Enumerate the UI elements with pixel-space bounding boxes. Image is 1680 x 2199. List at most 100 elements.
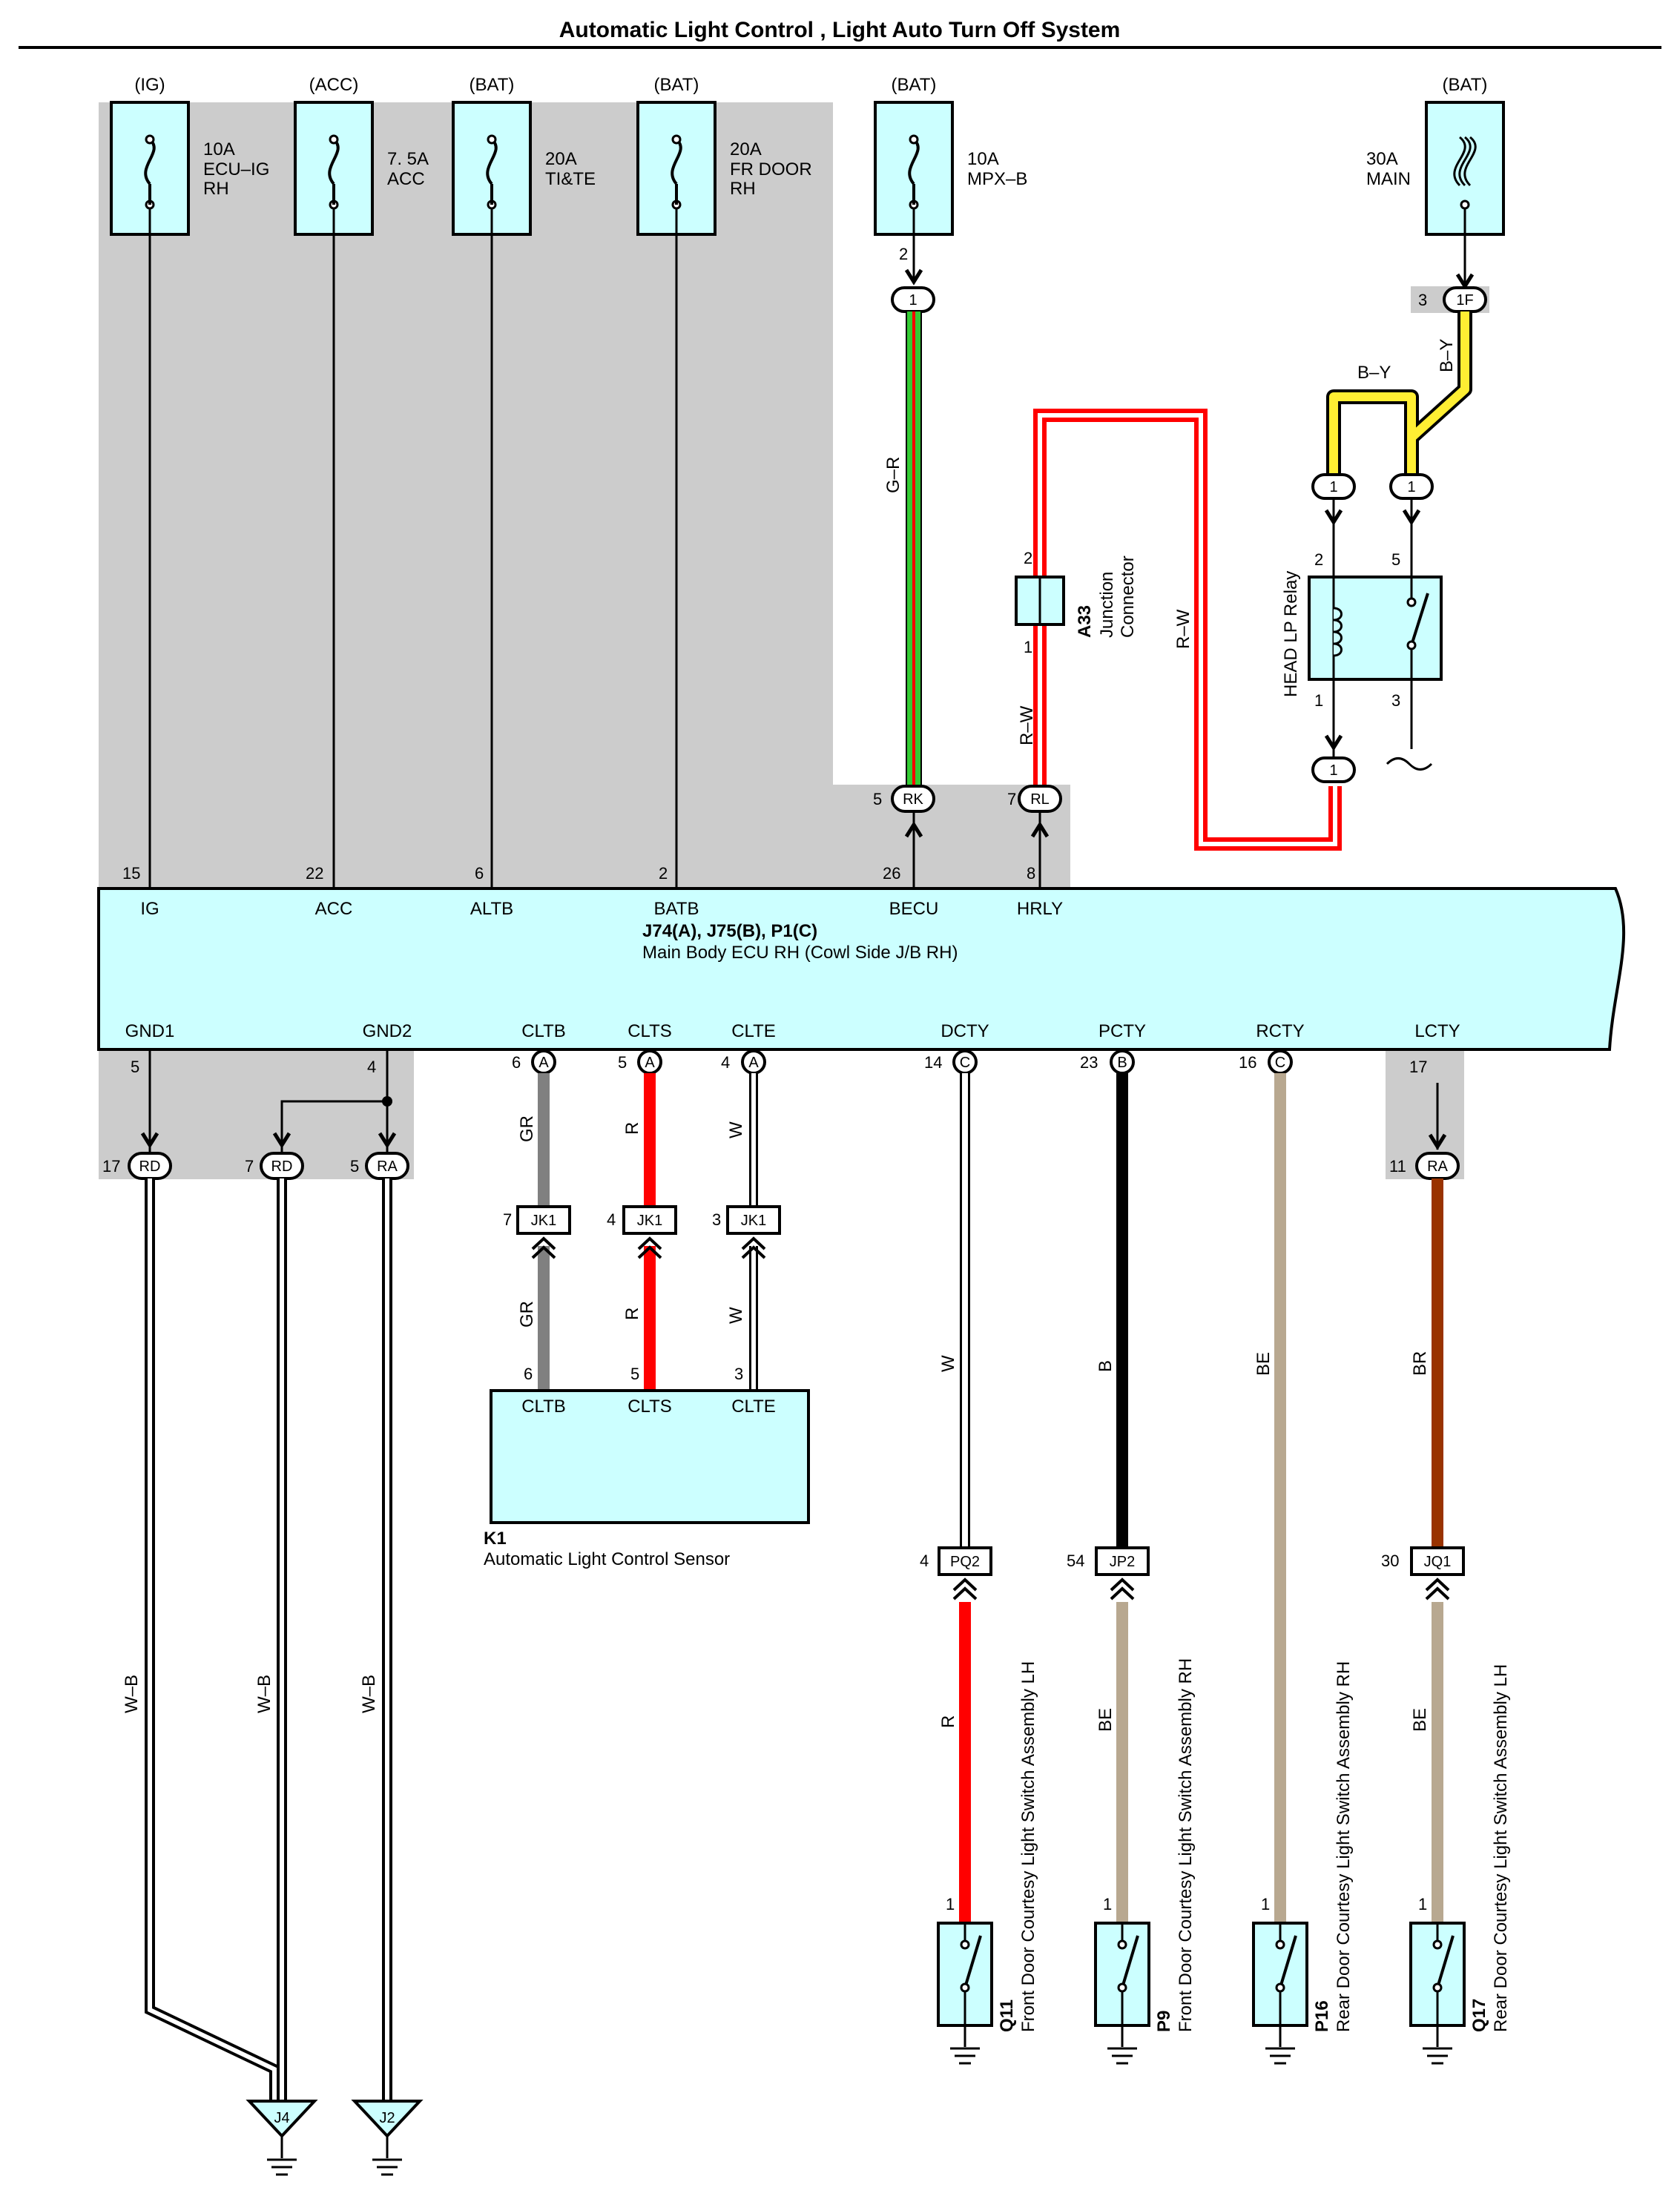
switch-q17: 1 Q17 Rear Door Courtesy Light Switch As… (1409, 1664, 1511, 2065)
svg-text:20A: 20A (545, 149, 577, 169)
svg-text:W: W (726, 1307, 746, 1324)
svg-text:3: 3 (712, 1210, 721, 1229)
svg-text:PCTY: PCTY (1098, 1021, 1146, 1041)
svg-text:30A: 30A (1366, 149, 1398, 169)
svg-text:26: 26 (883, 864, 900, 883)
svg-text:2: 2 (1314, 550, 1323, 569)
ground-j4: J4 (246, 2100, 318, 2176)
svg-text:(BAT): (BAT) (654, 75, 699, 95)
svg-text:4: 4 (607, 1210, 616, 1229)
svg-text:RD: RD (139, 1158, 161, 1175)
svg-text:GND1: GND1 (125, 1021, 175, 1041)
svg-text:ALTB: ALTB (470, 899, 513, 919)
svg-text:6: 6 (475, 864, 484, 883)
svg-text:5: 5 (618, 1053, 627, 1072)
svg-text:10A: 10A (967, 149, 999, 169)
svg-text:A: A (645, 1055, 655, 1071)
svg-text:Junction: Junction (1097, 572, 1117, 638)
svg-text:1: 1 (1329, 762, 1337, 779)
svg-text:B: B (1096, 1360, 1116, 1372)
fuse-mpx-b: (BAT) 10A MPX–B (874, 75, 1027, 236)
svg-text:ACC: ACC (387, 169, 425, 189)
svg-text:JK1: JK1 (741, 1213, 766, 1229)
svg-text:1: 1 (1261, 1895, 1270, 1913)
svg-text:JP2: JP2 (1110, 1554, 1135, 1570)
svg-text:BE: BE (1096, 1708, 1116, 1732)
svg-text:4: 4 (367, 1058, 376, 1076)
svg-text:GR: GR (517, 1115, 537, 1142)
svg-text:LCTY: LCTY (1414, 1021, 1460, 1041)
svg-text:RD: RD (271, 1158, 293, 1175)
svg-text:1: 1 (1024, 638, 1032, 656)
svg-text:Front Door Courtesy Light Swit: Front Door Courtesy Light Switch Assembl… (1018, 1661, 1038, 2032)
svg-text:W: W (726, 1121, 746, 1138)
svg-text:A33: A33 (1075, 605, 1095, 638)
svg-text:JK1: JK1 (637, 1213, 662, 1229)
svg-text:7: 7 (245, 1157, 254, 1176)
svg-text:RK: RK (903, 791, 923, 808)
svg-text:5: 5 (1391, 550, 1400, 569)
svg-text:B: B (1117, 1055, 1127, 1071)
svg-text:5: 5 (630, 1365, 639, 1383)
svg-text:Automatic Light Control Sensor: Automatic Light Control Sensor (484, 1549, 730, 1569)
svg-text:JK1: JK1 (531, 1213, 556, 1229)
svg-text:R–W: R–W (1017, 705, 1037, 745)
svg-text:3: 3 (1418, 291, 1427, 309)
svg-text:(IG): (IG) (134, 75, 165, 95)
switch-p9: 1 P9 Front Door Courtesy Light Switch As… (1094, 1658, 1196, 2065)
svg-text:Front Door Courtesy Light Swit: Front Door Courtesy Light Switch Assembl… (1176, 1658, 1196, 2032)
svg-text:5: 5 (350, 1157, 359, 1176)
svg-text:A: A (538, 1055, 549, 1071)
ground-j2: J2 (351, 2100, 424, 2176)
svg-text:CLTB: CLTB (521, 1021, 566, 1041)
svg-text:1: 1 (1418, 1895, 1427, 1913)
diagram-title: Automatic Light Control , Light Auto Tur… (559, 18, 1121, 42)
svg-text:ACC: ACC (315, 899, 353, 919)
svg-text:RH: RH (730, 179, 756, 199)
svg-text:RH: RH (203, 179, 229, 199)
automatic-light-control-sensor: 6 5 3 CLTB CLTS CLTE K1 Automatic Light … (484, 1365, 810, 1569)
ground-wires: 17 RD 7 RD 5 RA W–B W–B W–B (102, 1049, 409, 2103)
svg-text:J4: J4 (274, 2110, 289, 2126)
rw-wire: R–W R–W 7 RL (1007, 409, 1342, 888)
svg-text:1: 1 (1329, 479, 1337, 495)
ecu-top-terminals: 15 IG 22 ACC 6 ALTB 2 BATB 26 BECU 8 HRL… (122, 864, 1063, 919)
fuse-ig: (IG) 10A ECU–IG RH (110, 75, 269, 236)
head-lp-relay: 1 1 2 5 1 3 HEAD LP Relay 1 (1281, 473, 1443, 783)
svg-text:CLTS: CLTS (627, 1021, 672, 1041)
svg-text:MPX–B: MPX–B (967, 169, 1027, 189)
svg-text:30: 30 (1381, 1552, 1399, 1570)
switch-q11: 1 Q11 Front Door Courtesy Light Switch A… (937, 1661, 1038, 2065)
main-body-ecu: J74(A), J75(B), P1(C) Main Body ECU RH (… (97, 887, 1626, 1051)
svg-text:J2: J2 (379, 2110, 395, 2126)
svg-text:(BAT): (BAT) (470, 75, 515, 95)
svg-text:8: 8 (1027, 864, 1035, 883)
svg-text:BE: BE (1254, 1352, 1274, 1376)
svg-text:P16: P16 (1312, 2000, 1332, 2032)
svg-text:RA: RA (1427, 1158, 1448, 1175)
svg-text:5: 5 (873, 790, 882, 808)
svg-text:1: 1 (1103, 1895, 1112, 1913)
svg-text:11: 11 (1389, 1157, 1406, 1176)
svg-text:W–B: W–B (254, 1675, 274, 1713)
svg-text:7. 5A: 7. 5A (387, 149, 429, 169)
svg-text:FR DOOR: FR DOOR (730, 159, 812, 179)
svg-text:MAIN: MAIN (1366, 169, 1411, 189)
svg-text:BECU: BECU (889, 899, 939, 919)
svg-text:Q17: Q17 (1469, 1999, 1489, 2032)
svg-text:6: 6 (524, 1365, 533, 1383)
svg-text:CLTE: CLTE (731, 1397, 776, 1417)
main-wire: 3 1F B–Y B–Y (1326, 208, 1487, 481)
svg-text:2: 2 (899, 245, 908, 263)
svg-text:54: 54 (1067, 1552, 1084, 1570)
svg-text:5: 5 (131, 1058, 139, 1076)
svg-text:K1: K1 (484, 1529, 507, 1549)
a33-junction-connector: 2 1 A33 Junction Connector (1015, 549, 1138, 656)
svg-text:R: R (622, 1308, 642, 1320)
svg-text:20A: 20A (730, 139, 762, 159)
svg-text:GR: GR (517, 1301, 537, 1328)
svg-text:BE: BE (1410, 1708, 1430, 1732)
svg-text:1: 1 (1407, 479, 1415, 495)
svg-text:CLTS: CLTS (627, 1397, 672, 1417)
